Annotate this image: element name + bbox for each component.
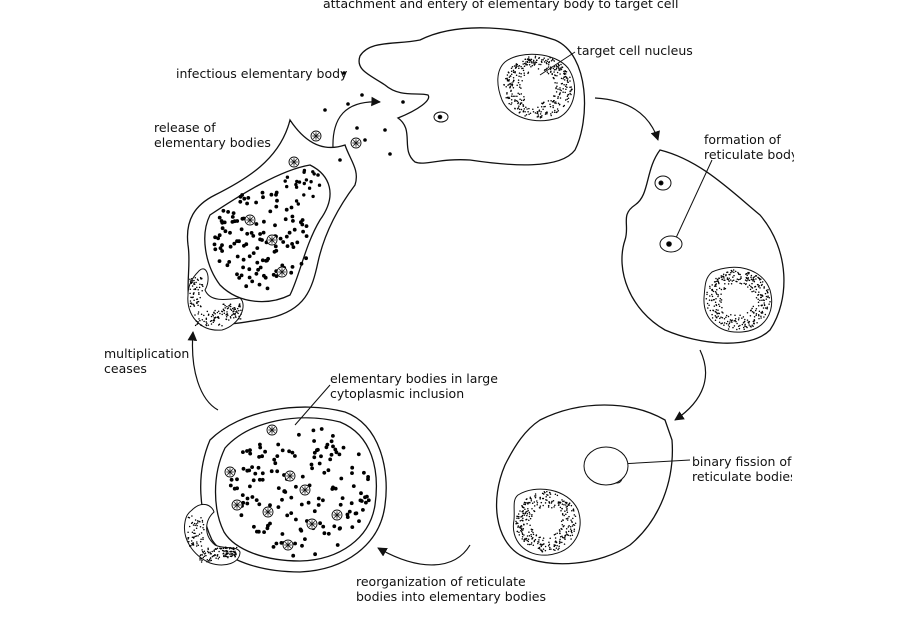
release-intermediate-body-icon [276, 266, 288, 278]
release-inclusion [204, 164, 331, 303]
leader-formation [674, 159, 713, 241]
label-multiplication-line1: multiplication [104, 346, 190, 361]
release-cell [186, 118, 357, 325]
label-inclusion-line2: cytoplasmic inclusion [330, 386, 465, 401]
intermediate-body-icon [224, 466, 236, 478]
label-formation-line2: reticulate body [704, 147, 794, 162]
release-intermediate-body-icon [350, 137, 362, 149]
inclusion-cell [200, 406, 387, 573]
label-fission: binary fission of reticulate bodies [692, 454, 792, 484]
label-reorg-line2: bodies into elementary bodies [356, 589, 546, 604]
label-multiplication-line2: ceases [104, 361, 147, 376]
label-fission-line2: reticulate bodies [692, 469, 792, 484]
intermediate-body-icon [299, 484, 311, 496]
release-intermediate-body-icon [266, 234, 278, 246]
inclusion-crescent-nucleus-icon [183, 503, 241, 566]
arrow-release-to-attach [332, 96, 381, 149]
fission-nucleus-icon [512, 488, 581, 556]
release-intermediate-body-icon [288, 156, 300, 168]
label-release: release of elementary bodies [154, 120, 271, 150]
label-formation-line1: formation of [704, 132, 781, 147]
label-release-line1: release of [154, 120, 216, 135]
free-elementary-bodies [316, 71, 405, 177]
label-release-line2: elementary bodies [154, 135, 271, 150]
release-stream-bodies [283, 168, 322, 206]
label-reorg-line1: reorganization of reticulate [356, 574, 526, 589]
label-fission-line1: binary fission of [692, 454, 792, 469]
inclusion-elementary-bodies [228, 427, 371, 558]
leader-fission [619, 459, 691, 465]
intermediate-body-icon [266, 424, 278, 436]
inclusion-membrane [214, 417, 378, 562]
fission-inclusion [583, 446, 629, 486]
arrow-fission-to-reorg [377, 544, 471, 566]
label-infectious-body: infectious elementary body [176, 66, 348, 81]
label-inclusion: elementary bodies in large cytoplasmic i… [330, 371, 498, 401]
release-intermediate-body-icon [244, 214, 256, 226]
intermediate-body-icon [306, 518, 318, 530]
arrow-formation-to-fission [674, 349, 707, 421]
arrow-attach-to-formation [594, 97, 660, 141]
intermediate-body-icon [262, 506, 274, 518]
intermediate-body-icon [231, 499, 243, 511]
intermediate-body-icon [284, 470, 296, 482]
label-target-nucleus: target cell nucleus [577, 43, 693, 58]
label-multiplication: multiplication ceases [104, 346, 189, 376]
release-elementary-bodies [212, 190, 309, 291]
label-inclusion-line1: elementary bodies in large [330, 371, 498, 386]
intermediate-body-icon [331, 509, 343, 521]
intermediate-body-icon [282, 539, 294, 551]
release-crescent-nucleus-icon [187, 268, 244, 331]
leader-inclusion [294, 384, 331, 426]
label-attachment: attachment and entery of elementary body… [323, 0, 679, 11]
target-cell-nucleus-icon [497, 53, 576, 122]
leader-nucleus [539, 51, 576, 76]
release-intermediate-body-icon [310, 130, 322, 142]
formation-nucleus-icon [703, 266, 773, 333]
arrow-inclusion-to-release [187, 331, 219, 411]
label-formation: formation of reticulate body [704, 132, 794, 162]
label-reorganization: reorganization of reticulate bodies into… [356, 574, 546, 604]
